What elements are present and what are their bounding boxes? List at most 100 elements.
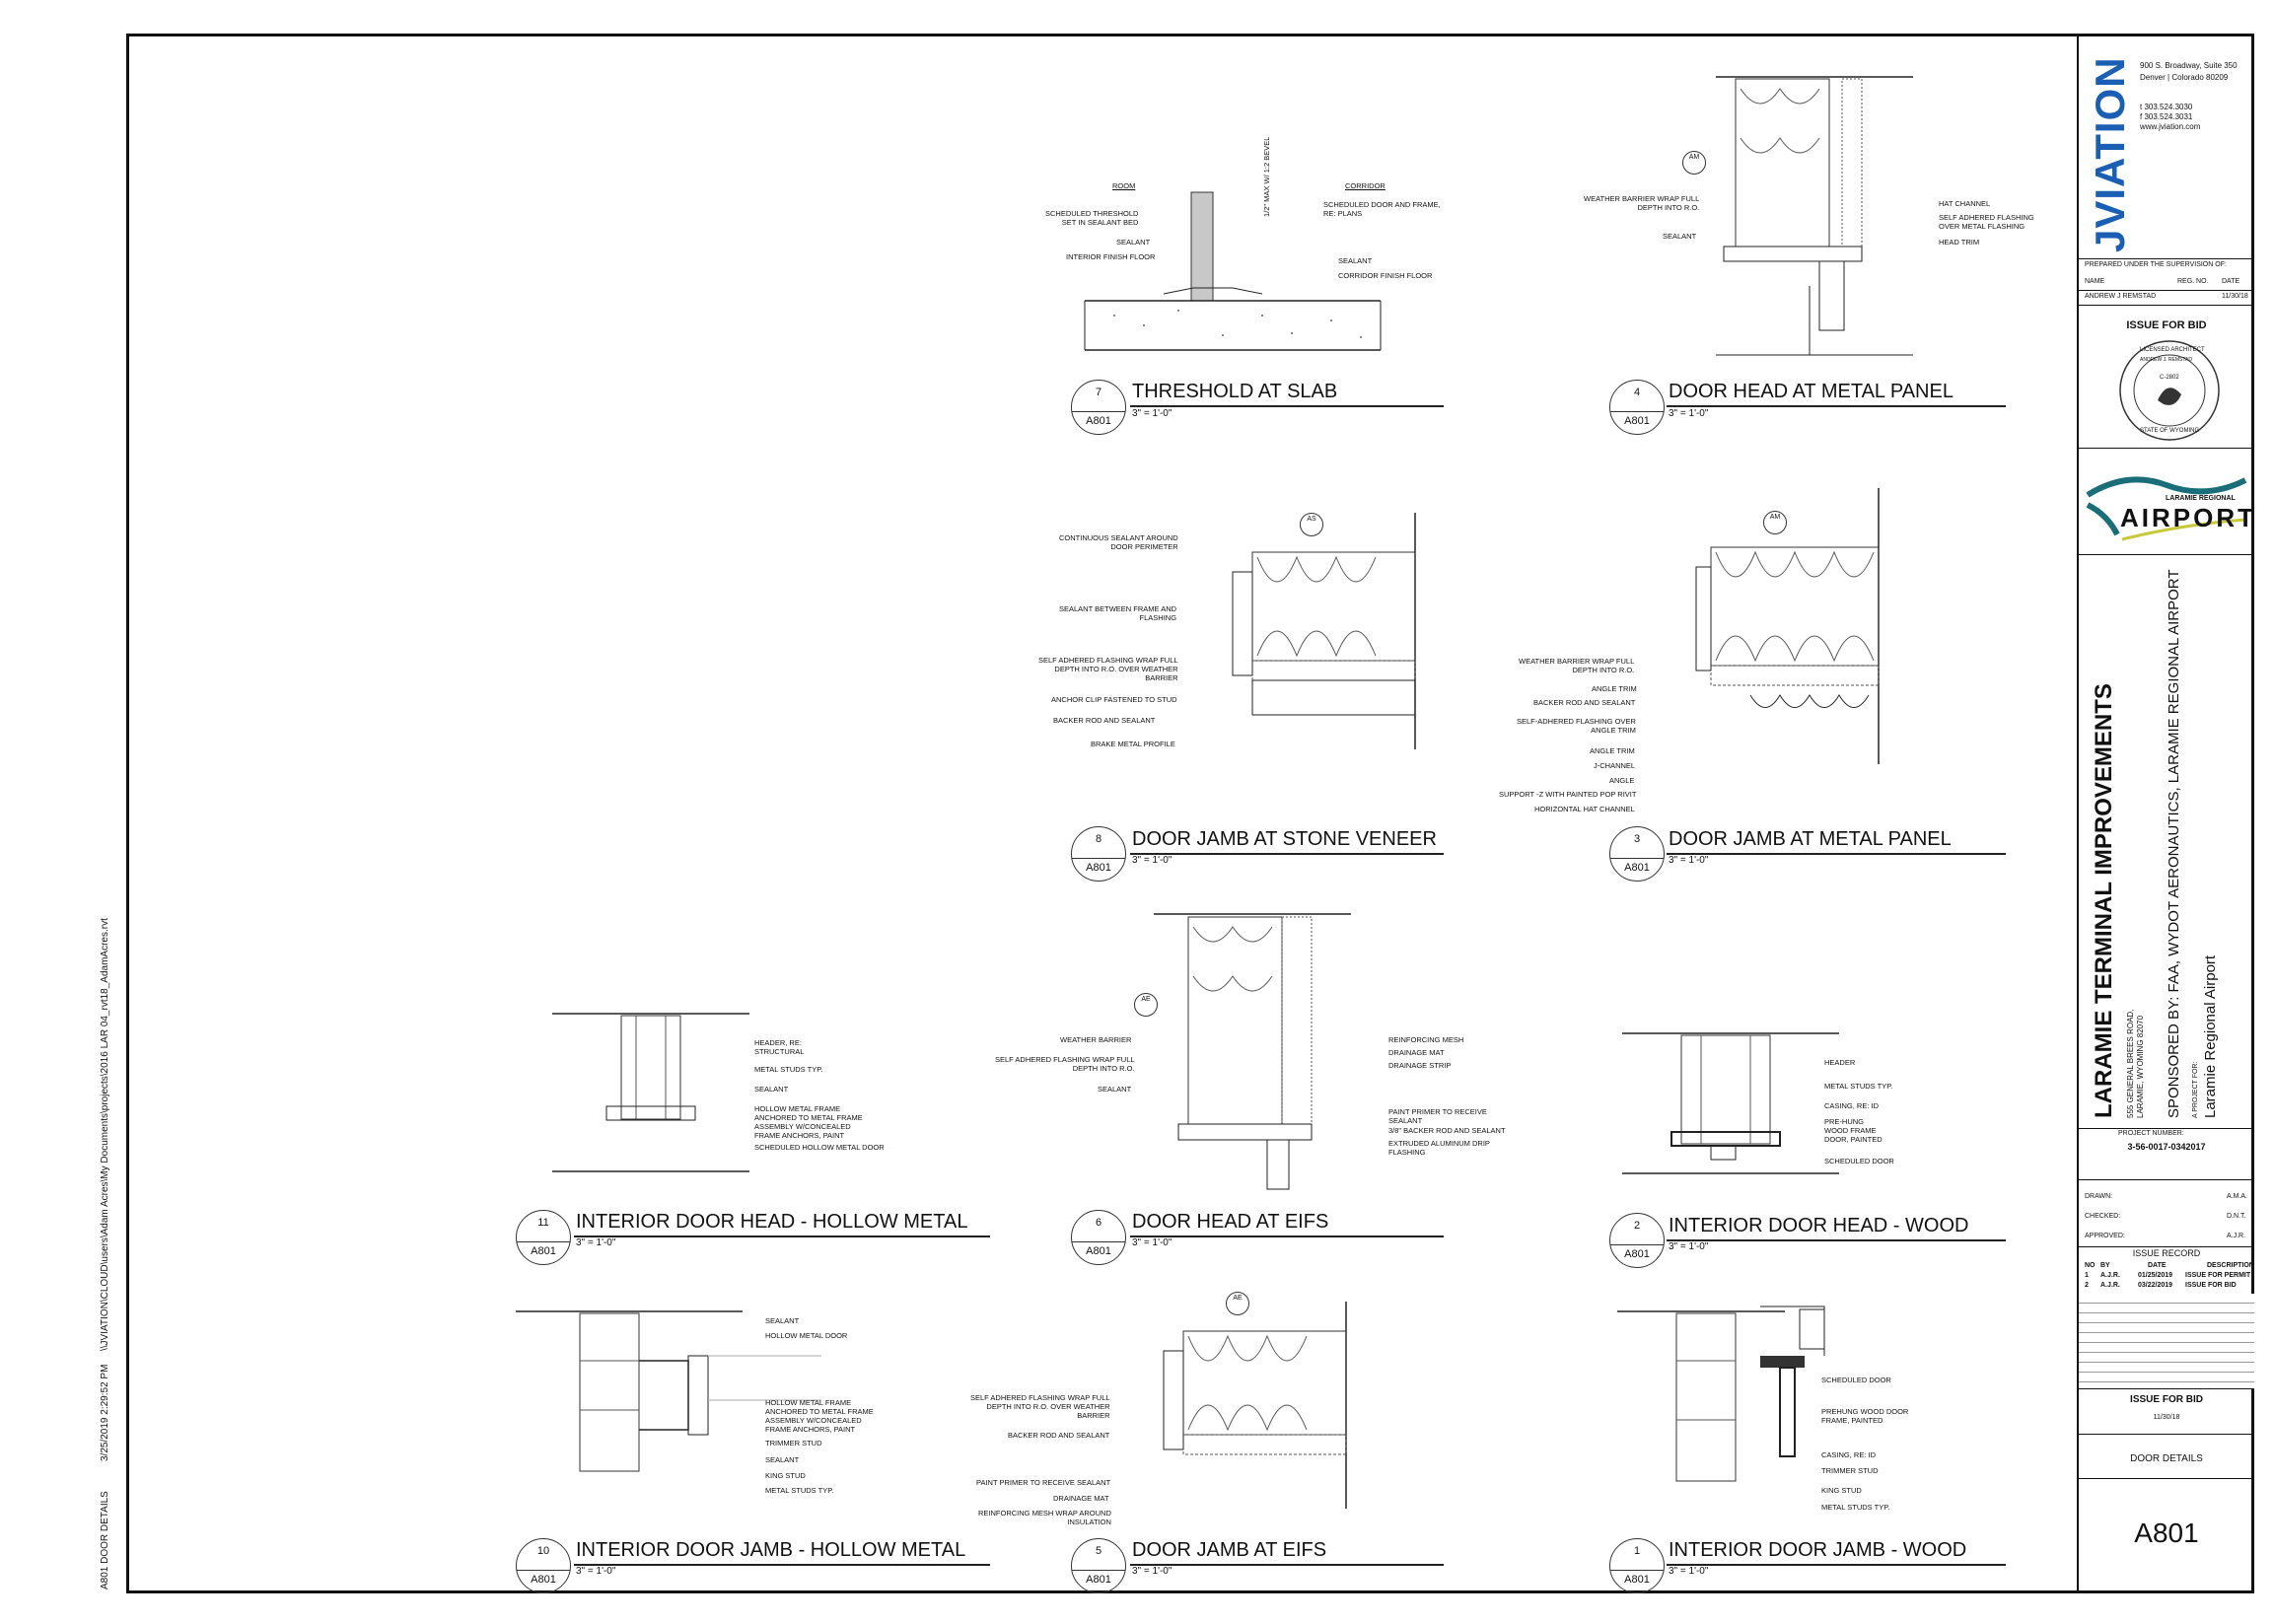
sup-date-header: DATE: [2222, 278, 2240, 285]
int-head-hm-drawing: [552, 1013, 749, 1172]
note-drainage-mat: DRAINAGE MAT: [1053, 1494, 1109, 1503]
section-tag: AE: [1134, 993, 1158, 1017]
seal-bottom-text: STATE OF WYOMING: [2140, 428, 2200, 434]
note-flashing: SELF ADHERED FLASHING WRAP FULL DEPTH IN…: [970, 1393, 1110, 1420]
note-sealant: SEALANT: [1116, 238, 1151, 247]
note-hm-frame: HOLLOW METAL FRAME ANCHORED TO METAL FRA…: [765, 1398, 874, 1434]
note-reinforcing-mesh: REINFORCING MESH WRAP AROUND INSULATION: [978, 1509, 1111, 1526]
note-sealant-frame: SEALANT BETWEEN FRAME AND FLASHING: [1059, 604, 1177, 622]
fax: f 303.524.3031: [2140, 112, 2193, 121]
supervisor-date: 11/30/18: [2222, 293, 2248, 300]
jamb-metal-panel-drawing: [1695, 488, 1880, 764]
drawn-value: A.M.A.: [2227, 1193, 2248, 1200]
seal-number: C-2802: [2160, 375, 2179, 381]
note-interior-floor: INTERIOR FINISH FLOOR: [1066, 252, 1156, 261]
issue-row-1-by: A.J.R.: [2100, 1272, 2120, 1279]
detail-scale: 3" = 1'-0": [576, 1237, 616, 1248]
drawn-label: DRAWN:: [2085, 1193, 2113, 1200]
airport-name-big: AIRPORT: [2120, 503, 2256, 532]
detail-scale: 3" = 1'-0": [1132, 408, 1173, 419]
detail-scale: 3" = 1'-0": [1669, 1566, 1709, 1577]
note-casing: CASING, RE: ID: [1821, 1450, 1877, 1459]
note-drip-flashing: EXTRUDED ALUMINUM DRIP FLASHING: [1388, 1139, 1490, 1157]
detail-scale: 3" = 1'-0": [1669, 408, 1709, 419]
checked-value: D.N.T.: [2227, 1213, 2246, 1220]
jamb-eifs-drawing: [1163, 1302, 1347, 1509]
note-bevel: 1/2" MAX W/ 1:2 BEVEL: [1262, 136, 1271, 217]
note-weather-barrier: WEATHER BARRIER WRAP FULL DEPTH INTO R.O…: [1584, 194, 1700, 212]
issue-col-by: BY: [2100, 1262, 2110, 1269]
detail-scale: 3" = 1'-0": [1132, 1237, 1173, 1248]
seal-name: ANDREW J. REMSTAD: [2140, 357, 2192, 363]
issue-row-2-desc: ISSUE FOR BID: [2185, 1282, 2237, 1289]
project-number: 3-56-0017-0342017: [2127, 1142, 2206, 1152]
detail-title: DOOR HEAD AT METAL PANEL: [1669, 381, 1954, 402]
note-angle: ANGLE: [1609, 776, 1635, 785]
note-trimmer-stud: TRIMMER STUD: [1821, 1466, 1879, 1475]
project-for: Laramie Regional Airport: [2202, 954, 2219, 1118]
approved-value: A.J.R.: [2227, 1233, 2246, 1239]
project-for-label: A PROJECT FOR:: [2192, 1061, 2199, 1118]
airport-name-small: LARAMIE REGIONAL: [2166, 495, 2236, 502]
note-weather-barrier: WEATHER BARRIER: [1060, 1035, 1132, 1044]
note-sealant: SEALANT: [1663, 232, 1697, 241]
note-weather-barrier: WEATHER BARRIER WRAP FULL DEPTH INTO R.O…: [1519, 657, 1635, 674]
threshold-drawing: [1084, 191, 1382, 351]
note-brake-metal: BRAKE METAL PROFILE: [1091, 740, 1175, 748]
sheet-title: DOOR DETAILS: [2130, 1453, 2203, 1464]
issue-row-1-desc: ISSUE FOR PERMIT: [2185, 1272, 2251, 1279]
note-support-z: SUPPORT -Z WITH PAINTED POP RIVIT: [1499, 790, 1637, 799]
detail-scale: 3" = 1'-0": [1132, 855, 1173, 866]
note-sealant: SEALANT: [765, 1316, 800, 1325]
issue-col-desc: DESCRIPTION: [2207, 1262, 2254, 1269]
issue-row-2-date: 03/22/2019: [2138, 1282, 2173, 1289]
address-line: 900 S. Broadway, Suite 350: [2140, 61, 2238, 70]
section-tag: AE: [1226, 1292, 1249, 1315]
jamb-stone-veneer-drawing: [1232, 513, 1416, 749]
address-line: Denver | Colorado 80209: [2140, 73, 2229, 82]
project-number-label: PROJECT NUMBER:: [2118, 1130, 2184, 1137]
note-flashing: SELF ADHERED FLASHING WRAP FULL DEPTH IN…: [1038, 656, 1178, 682]
sup-name-header: NAME: [2085, 278, 2105, 285]
project-address-1: 555 GENERAL BREES ROAD,: [2126, 1009, 2135, 1118]
detail-scale: 3" = 1'-0": [1669, 855, 1709, 866]
note-king-stud: KING STUD: [765, 1471, 806, 1480]
detail-scale: 3" = 1'-0": [1669, 1241, 1709, 1252]
issue-for-bid-top: ISSUE FOR BID: [2126, 319, 2207, 331]
note-prehung: PRE-HUNG WOOD FRAME DOOR, PAINTED: [1824, 1117, 1883, 1144]
project-address-2: LARAMIE, WYOMING 82070: [2136, 1015, 2145, 1118]
note-threshold: SCHEDULED THRESHOLD SET IN SEALANT BED: [1045, 209, 1139, 227]
note-hm-frame: HOLLOW METAL FRAME ANCHORED TO METAL FRA…: [754, 1104, 863, 1140]
head-eifs-drawing: [1154, 913, 1351, 1190]
note-flashing: SELF ADHERED FLASHING WRAP FULL DEPTH IN…: [995, 1055, 1135, 1073]
detail-title: DOOR JAMB AT STONE VENEER: [1132, 828, 1437, 850]
issue-row-2-by: A.J.R.: [2100, 1282, 2120, 1289]
section-tag: AS: [1300, 513, 1323, 536]
head-metal-panel-drawing: [1716, 76, 1913, 356]
note-trimmer-stud: TRIMMER STUD: [765, 1439, 822, 1447]
sponsor-line: SPONSORED BY: FAA, WYDOT AERONAUTICS, LA…: [2166, 569, 2182, 1118]
detail-title: INTERIOR DOOR HEAD - HOLLOW METAL: [576, 1211, 968, 1233]
int-jamb-wood-drawing: [1617, 1306, 1825, 1482]
detail-title: INTERIOR DOOR JAMB - HOLLOW METAL: [576, 1539, 966, 1561]
note-backer-rod: 3/8" BACKER ROD AND SEALANT: [1388, 1126, 1506, 1135]
detail-title: THRESHOLD AT SLAB: [1132, 381, 1338, 402]
note-hm-door: SCHEDULED HOLLOW METAL DOOR: [754, 1143, 885, 1152]
detail-title: DOOR HEAD AT EIFS: [1132, 1211, 1329, 1233]
section-tag: AM: [1682, 151, 1706, 175]
note-king-stud: KING STUD: [1821, 1486, 1862, 1495]
note-backer-rod: BACKER ROD AND SEALANT: [1053, 716, 1156, 725]
note-continuous-sealant: CONTINUOUS SEALANT AROUND DOOR PERIMETER: [1059, 533, 1178, 551]
detail-scale: 3" = 1'-0": [576, 1566, 616, 1577]
issue-col-date: DATE: [2148, 1262, 2167, 1269]
note-door-frame: SCHEDULED DOOR AND FRAME, RE: PLANS: [1323, 200, 1441, 218]
note-self-adhered: SELF ADHERED FLASHING OVER METAL FLASHIN…: [1939, 213, 2034, 231]
note-anchor-clip: ANCHOR CLIP FASTENED TO STUD: [1051, 695, 1177, 704]
